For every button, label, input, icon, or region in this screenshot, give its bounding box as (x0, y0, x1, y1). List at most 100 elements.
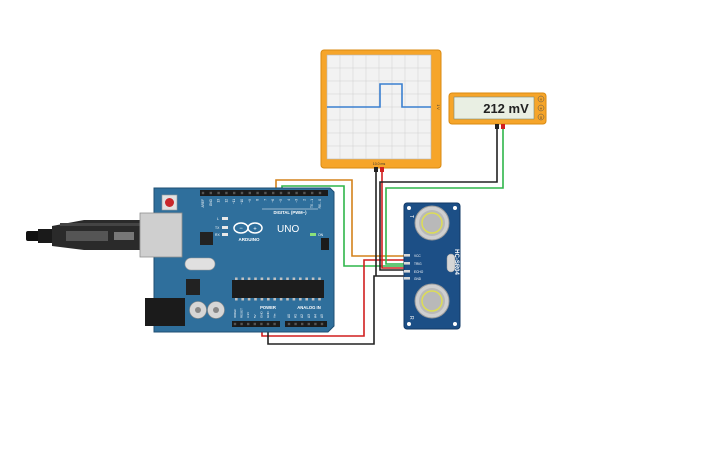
digital-pin-label: 12 (224, 199, 228, 203)
analog-header[interactable] (285, 321, 327, 327)
analog-pin-label: A2 (300, 314, 304, 318)
multimeter-mode-buttons[interactable]: V A Ω (537, 95, 545, 121)
digital-pin-hole[interactable] (209, 191, 212, 195)
analog-pin-hole[interactable] (301, 322, 304, 326)
arduino-model: UNO (277, 224, 299, 235)
analog-pin-hole[interactable] (314, 322, 317, 326)
oscilloscope-time-label: 10.0 ms (373, 162, 386, 166)
digital-pin-label: AREF (201, 199, 205, 208)
digital-pin-hole[interactable] (248, 191, 251, 195)
sensor-name: HC-SR04 (453, 249, 459, 275)
analog-pin-hole[interactable] (320, 322, 324, 326)
arduino-logo: − + (233, 222, 263, 234)
oscilloscope-probe-black[interactable] (374, 167, 378, 172)
power-pin-label: IOREF (233, 309, 237, 318)
oscilloscope-probe-red[interactable] (380, 167, 384, 172)
digital-pin-hole[interactable] (264, 191, 267, 195)
digital-pin-hole[interactable] (225, 191, 228, 195)
analog-pin-label: A4 (313, 314, 317, 318)
wire-meter-green[interactable] (385, 128, 504, 265)
wire-scope-red[interactable] (381, 170, 406, 269)
power-pin-hole[interactable] (273, 322, 276, 326)
analog-pin-label: A1 (294, 314, 298, 318)
analog-header-label: ANALOG IN (297, 305, 321, 310)
ultrasonic-sensor[interactable]: HC-SR04 T R VCC TRIG ECHO GND (403, 202, 461, 330)
oscilloscope-volt-label: 1 V (436, 104, 440, 110)
power-pin-label: GND (266, 311, 270, 319)
digital-pin-label: ~3 (295, 199, 299, 203)
sensor-pin-gnd: GND (414, 277, 422, 281)
usb-cable-icon[interactable] (26, 220, 159, 250)
mode-button-current-label: A (540, 106, 542, 110)
digital-pin-hole[interactable] (233, 191, 236, 195)
multimeter-terminal-black[interactable] (495, 124, 499, 129)
digital-pin-label: TX→1 (310, 199, 314, 208)
digital-pin-label: 8 (256, 199, 260, 201)
oscilloscope[interactable]: 1 V 10.0 ms (320, 49, 442, 172)
power-pin-hole[interactable] (260, 322, 263, 326)
digital-pin-label: 7 (263, 199, 267, 201)
sensor-label-t: T (408, 215, 414, 218)
usb-port[interactable] (139, 212, 183, 258)
digital-header[interactable] (200, 190, 328, 196)
mode-button-voltage[interactable] (537, 95, 545, 103)
wire-black-gnd[interactable] (267, 275, 406, 345)
digital-pin-label: 4 (287, 199, 291, 201)
digital-pin-hole[interactable] (240, 191, 244, 195)
wire-meter-black[interactable] (379, 128, 498, 271)
mode-button-voltage-label: V (540, 97, 542, 101)
power-pin-hole[interactable] (247, 322, 250, 326)
sensor-pin-headers[interactable] (404, 254, 410, 280)
wire-red-vcc[interactable] (261, 259, 406, 337)
power-pin-hole[interactable] (253, 322, 256, 326)
digital-pin-label: GND (209, 198, 213, 206)
status-leds (222, 217, 316, 236)
icsp-header[interactable] (321, 238, 329, 250)
analog-pin-hole[interactable] (287, 322, 291, 326)
reset-button-cap[interactable] (165, 198, 174, 207)
digital-pin-hole[interactable] (217, 191, 220, 195)
digital-pin-label: ~9 (248, 199, 252, 203)
digital-pin-hole[interactable] (201, 191, 205, 195)
power-jack[interactable] (145, 298, 185, 326)
digital-header-label: DIGITAL (PWM~) (274, 210, 308, 215)
svg-text:−: − (239, 226, 243, 232)
wire-orange-trig[interactable] (275, 179, 406, 257)
digital-pin-hole[interactable] (295, 191, 298, 195)
multimeter[interactable]: 212 mV V A Ω (448, 92, 547, 129)
oscilloscope-trace (327, 83, 431, 108)
digital-pin-hole[interactable] (256, 191, 259, 195)
multimeter-terminal-red[interactable] (501, 124, 505, 129)
power-pin-hole[interactable] (233, 322, 237, 326)
digital-pin-hole[interactable] (303, 191, 306, 195)
microcontroller-chip (232, 280, 324, 298)
digital-pin-hole[interactable] (287, 191, 290, 195)
power-pin-label: RESET (240, 308, 244, 318)
digital-pin-hole[interactable] (318, 191, 322, 195)
mode-button-resistance[interactable] (537, 113, 545, 121)
analog-pin-hole[interactable] (294, 322, 297, 326)
analog-pin-label: A0 (287, 314, 291, 318)
sensor-pin-vcc: VCC (414, 254, 421, 258)
arduino-brand: ARDUINO (239, 237, 260, 242)
multimeter-reading: 212 mV (483, 101, 529, 116)
mode-button-current[interactable] (537, 104, 545, 112)
power-pin-label: 5V (253, 314, 257, 318)
transducer-top (414, 205, 450, 241)
led-label-rx: RX (215, 233, 220, 237)
digital-pin-label: 13 (217, 199, 221, 203)
analog-pin-hole[interactable] (307, 322, 310, 326)
multimeter-display (453, 96, 535, 120)
digital-pin-label: ~6 (271, 199, 275, 203)
digital-pin-hole[interactable] (272, 191, 275, 195)
power-pin-hole[interactable] (240, 322, 243, 326)
mode-button-resistance-label: Ω (540, 115, 543, 119)
analog-pin-label: A5 (320, 314, 324, 318)
digital-pin-hole[interactable] (279, 191, 283, 195)
power-header-label: POWER (260, 305, 276, 310)
digital-pin-hole[interactable] (311, 191, 314, 195)
power-pin-hole[interactable] (266, 322, 270, 326)
